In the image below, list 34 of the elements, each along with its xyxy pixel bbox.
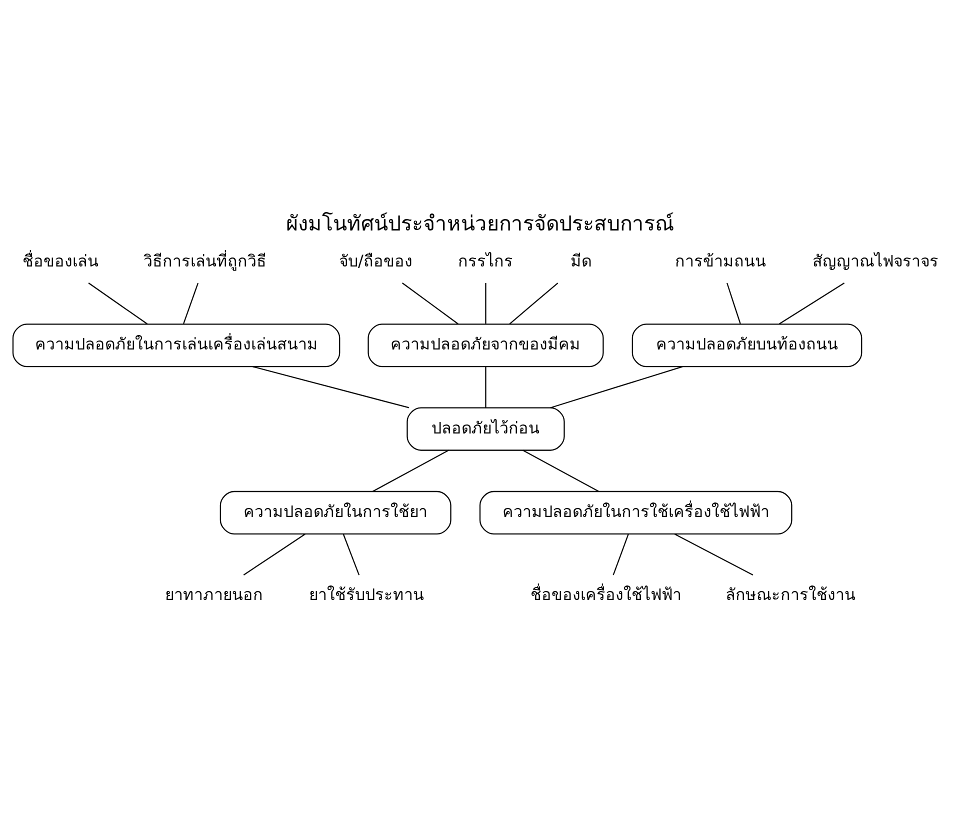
node-text: ยาใช้รับประทาน bbox=[309, 585, 424, 604]
node-text: การข้ามถนน bbox=[675, 252, 766, 271]
connector bbox=[183, 282, 199, 324]
node-text: วิธีการเล่นที่ถูกวิธี bbox=[143, 252, 266, 271]
connector bbox=[402, 282, 459, 324]
connector bbox=[726, 282, 741, 324]
node-text: กรรไกร bbox=[458, 252, 514, 271]
node-text: สัญญาณไฟจราจร bbox=[812, 252, 938, 271]
connector bbox=[550, 366, 683, 408]
node-text: ลักษณะการใช้งาน bbox=[726, 585, 856, 604]
connector bbox=[674, 534, 754, 576]
node-text: ชื่อของเครื่องใช้ไฟฟ้า bbox=[530, 585, 682, 604]
diagram-title: ผังมโนทัศน์ประจำหน่วยการจัดประสบการณ์ bbox=[286, 212, 674, 236]
connector bbox=[778, 282, 845, 324]
node-box: ปลอดภัยไว้ก่อน bbox=[406, 407, 565, 451]
connector bbox=[88, 282, 148, 324]
node-box: ความปลอดภัยจากของมีคม bbox=[368, 324, 604, 368]
connector bbox=[372, 450, 449, 492]
node-box: ความปลอดภัยในการใช้เครื่องใช้ไฟฟ้า bbox=[479, 490, 792, 534]
node-box: ความปลอดภัยในการใช้ยา bbox=[220, 490, 452, 534]
connector bbox=[243, 534, 306, 576]
node-box: ความปลอดภัยในการเล่นเครื่องเล่นสนาม bbox=[12, 324, 340, 368]
node-text: ยาทาภายนอก bbox=[165, 585, 264, 604]
node-text: ชื่อของเล่น bbox=[22, 252, 99, 271]
connector bbox=[252, 366, 410, 408]
node-text: มีด bbox=[570, 252, 592, 271]
connector bbox=[612, 534, 629, 576]
node-text: จับ/ถือของ bbox=[339, 252, 412, 271]
connector bbox=[342, 534, 360, 576]
connector bbox=[522, 450, 599, 492]
connector bbox=[485, 283, 486, 324]
connector bbox=[509, 282, 558, 324]
node-box: ความปลอดภัยบนท้องถนน bbox=[632, 324, 862, 368]
connector bbox=[485, 366, 486, 408]
